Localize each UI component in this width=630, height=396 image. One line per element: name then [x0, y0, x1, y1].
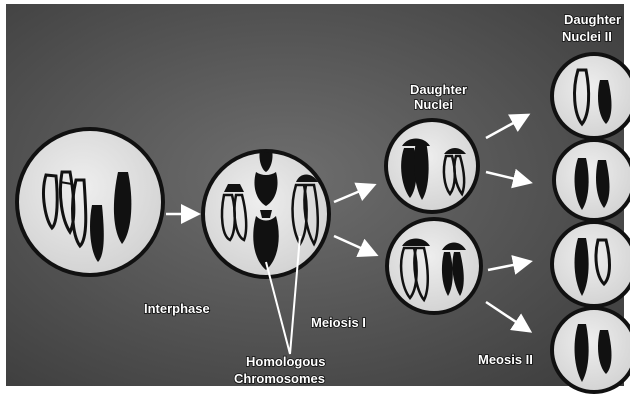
label-homologous: Homologous: [246, 354, 325, 369]
label-daughter-nuclei-1a: Daughter: [410, 82, 467, 97]
label-daughter-nuclei-2a: Daughter: [564, 12, 621, 27]
label-chromosomes: Chromosomes: [234, 371, 325, 386]
daughter-nucleus-ii-2: [554, 140, 630, 220]
label-daughter-nuclei-2b: Nuclei II: [562, 29, 612, 44]
label-interphase: Interphase: [144, 301, 210, 316]
daughter-nucleus-ii-3: [552, 222, 630, 306]
daughter-nucleus-top: [386, 120, 478, 212]
label-meiosis-1: Meiosis I: [311, 315, 366, 330]
meiosis-1-cell: [203, 150, 329, 277]
daughter-nucleus-ii-4: [552, 308, 630, 392]
label-meiosis-2: Meosis II: [478, 352, 533, 367]
interphase-cell: [17, 129, 163, 275]
daughter-nucleus-ii-1: [552, 54, 630, 138]
daughter-nucleus-bottom: [387, 219, 481, 313]
label-daughter-nuclei-1b: Nuclei: [414, 97, 453, 112]
bottom-margin: [0, 386, 630, 396]
